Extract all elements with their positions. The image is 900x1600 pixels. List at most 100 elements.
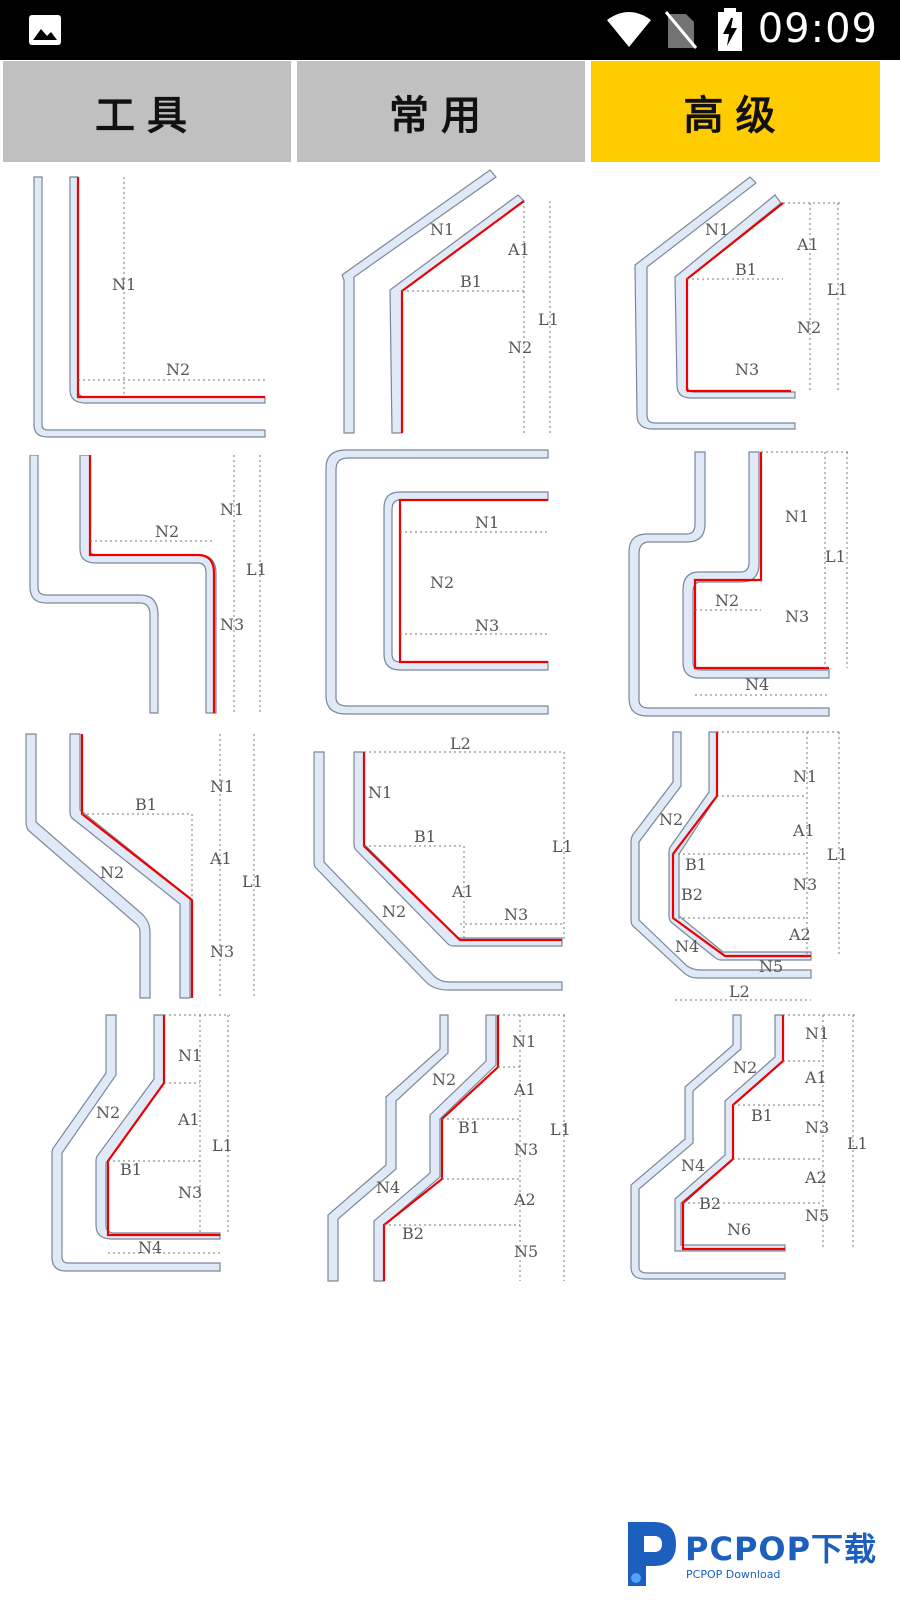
diagram-12-label: L1 [847, 1134, 868, 1153]
diagram-7-label: A1 [209, 849, 232, 868]
battery-charging-icon [718, 8, 742, 51]
diagram-3-label: N2 [797, 318, 821, 337]
diagram-11-label: A1 [513, 1080, 536, 1099]
diagram-12-label: N6 [727, 1220, 751, 1239]
diagram-9-label: L1 [827, 845, 848, 864]
diagram-5-label: N2 [430, 573, 454, 592]
diagram-3-label: L1 [827, 280, 848, 299]
clock-time: 09:09 [757, 6, 878, 52]
diagram-12-label: N5 [805, 1206, 829, 1225]
diagram-10-label: N1 [178, 1046, 202, 1065]
diagram-9-label: L2 [729, 982, 750, 1001]
diagram-7-label: N3 [210, 942, 234, 961]
diagram-10-label: N3 [178, 1183, 202, 1202]
diagram-1-label: N1 [112, 275, 136, 294]
tab-tools[interactable]: 工具 [3, 61, 291, 162]
diagram-5[interactable]: N1 N2 N3 [320, 448, 560, 718]
diagram-11-label: L1 [550, 1120, 571, 1139]
diagram-12-label: N2 [733, 1058, 757, 1077]
diagram-9[interactable]: N1 N2 A1 L1 B1 N3 B2 A2 N4 N5 L2 [625, 730, 885, 1005]
diagram-6-label: N2 [715, 591, 739, 610]
diagram-6-label: N3 [785, 607, 809, 626]
diagram-2-label: L1 [538, 310, 559, 329]
wifi-icon [607, 12, 651, 47]
diagram-2-label: N1 [430, 220, 454, 239]
diagram-2-label: B1 [460, 272, 482, 291]
diagram-2[interactable]: N1 A1 B1 L1 N2 [320, 165, 580, 435]
status-bar: 09:09 [0, 0, 900, 60]
diagram-3-label: A1 [796, 235, 819, 254]
diagram-9-label: N3 [793, 875, 817, 894]
diagram-7-label: B1 [135, 795, 157, 814]
diagram-8-label: N1 [368, 783, 392, 802]
diagram-11[interactable]: N1 N2 A1 B1 L1 N3 N4 A2 B2 N5 [320, 1013, 580, 1283]
diagram-12-label: B2 [699, 1194, 721, 1213]
diagram-7-label: N2 [100, 863, 124, 882]
diagram-12-label: N1 [805, 1024, 829, 1043]
diagram-6-label: N4 [745, 675, 769, 694]
diagram-8[interactable]: L2 N1 L1 B1 A1 N2 N3 [310, 732, 580, 1000]
diagram-5-label: N1 [475, 513, 499, 532]
diagram-1[interactable]: N1 N2 [20, 175, 280, 440]
diagram-4[interactable]: N1 N2 L1 N3 [20, 455, 280, 715]
diagram-11-label: N1 [512, 1032, 536, 1051]
diagram-9-label: A1 [792, 821, 815, 840]
diagram-11-label: N4 [376, 1178, 400, 1197]
diagram-9-label: N2 [659, 810, 683, 829]
diagram-6-label: N1 [785, 507, 809, 526]
diagram-8-label: B1 [414, 827, 436, 846]
tab-bar: 工具 常用 高级 [0, 61, 900, 164]
diagram-11-label: A2 [513, 1190, 536, 1209]
diagram-12-label: A1 [804, 1068, 827, 1087]
diagram-11-label: B2 [402, 1224, 424, 1243]
diagram-4-label: N2 [155, 522, 179, 541]
diagram-12-label: N4 [681, 1156, 705, 1175]
diagram-9-label: B1 [685, 855, 707, 874]
diagram-7[interactable]: N1 B1 A1 L1 N2 N3 [20, 732, 280, 1000]
diagram-12[interactable]: N1 N2 A1 B1 N3 L1 N4 A2 B2 N5 N6 [625, 1013, 885, 1281]
diagram-8-label: N3 [504, 905, 528, 924]
diagram-6[interactable]: N1 L1 N2 N3 N4 [625, 450, 885, 718]
diagram-9-label: A2 [788, 925, 811, 944]
diagram-11-label: N2 [432, 1070, 456, 1089]
diagram-2-label: N2 [508, 338, 532, 357]
diagram-9-label: N4 [675, 937, 699, 956]
diagram-8-label: L2 [450, 734, 471, 753]
diagram-5-label: N3 [475, 616, 499, 635]
diagram-7-label: L1 [242, 872, 263, 891]
diagram-3-label: N1 [705, 220, 729, 239]
tab-advanced[interactable]: 高级 [591, 61, 880, 162]
diagram-12-label: N3 [805, 1118, 829, 1137]
watermark-subtitle: PCPOP Download [686, 1568, 781, 1581]
image-icon [29, 15, 61, 45]
diagram-10-label: B1 [120, 1160, 142, 1179]
diagram-4-label: N3 [220, 615, 244, 634]
no-sim-icon [664, 11, 698, 49]
diagram-11-label: N5 [514, 1242, 538, 1261]
diagram-8-label: N2 [382, 902, 406, 921]
diagram-12-label: B1 [751, 1106, 773, 1125]
diagram-11-label: N3 [514, 1140, 538, 1159]
diagram-3-label: N3 [735, 360, 759, 379]
diagram-4-label: L1 [246, 560, 267, 579]
pcpop-logo-icon [628, 1522, 676, 1586]
tab-common[interactable]: 常用 [297, 61, 585, 162]
diagram-8-label: L1 [552, 837, 573, 856]
diagram-1-label: N2 [166, 360, 190, 379]
diagram-10-label: L1 [212, 1136, 233, 1155]
diagram-3[interactable]: N1 A1 B1 L1 N2 N3 [625, 175, 885, 435]
diagram-3-label: B1 [735, 260, 757, 279]
diagram-9-label: B2 [681, 885, 703, 904]
watermark-title: PCPOP下载 [685, 1530, 878, 1568]
diagram-9-label: N1 [793, 767, 817, 786]
watermark-logo: PCPOP下载 PCPOP Download [620, 1518, 890, 1593]
diagram-8-label: A1 [451, 882, 474, 901]
diagram-7-label: N1 [210, 777, 234, 796]
diagram-2-label: A1 [507, 240, 530, 259]
diagram-4-label: N1 [220, 500, 244, 519]
diagram-12-label: A2 [804, 1168, 827, 1187]
diagram-10[interactable]: N1 N2 A1 L1 B1 N3 N4 [40, 1013, 260, 1278]
diagram-6-label: L1 [825, 547, 846, 566]
diagram-10-label: N2 [96, 1103, 120, 1122]
diagram-9-label: N5 [759, 957, 783, 976]
